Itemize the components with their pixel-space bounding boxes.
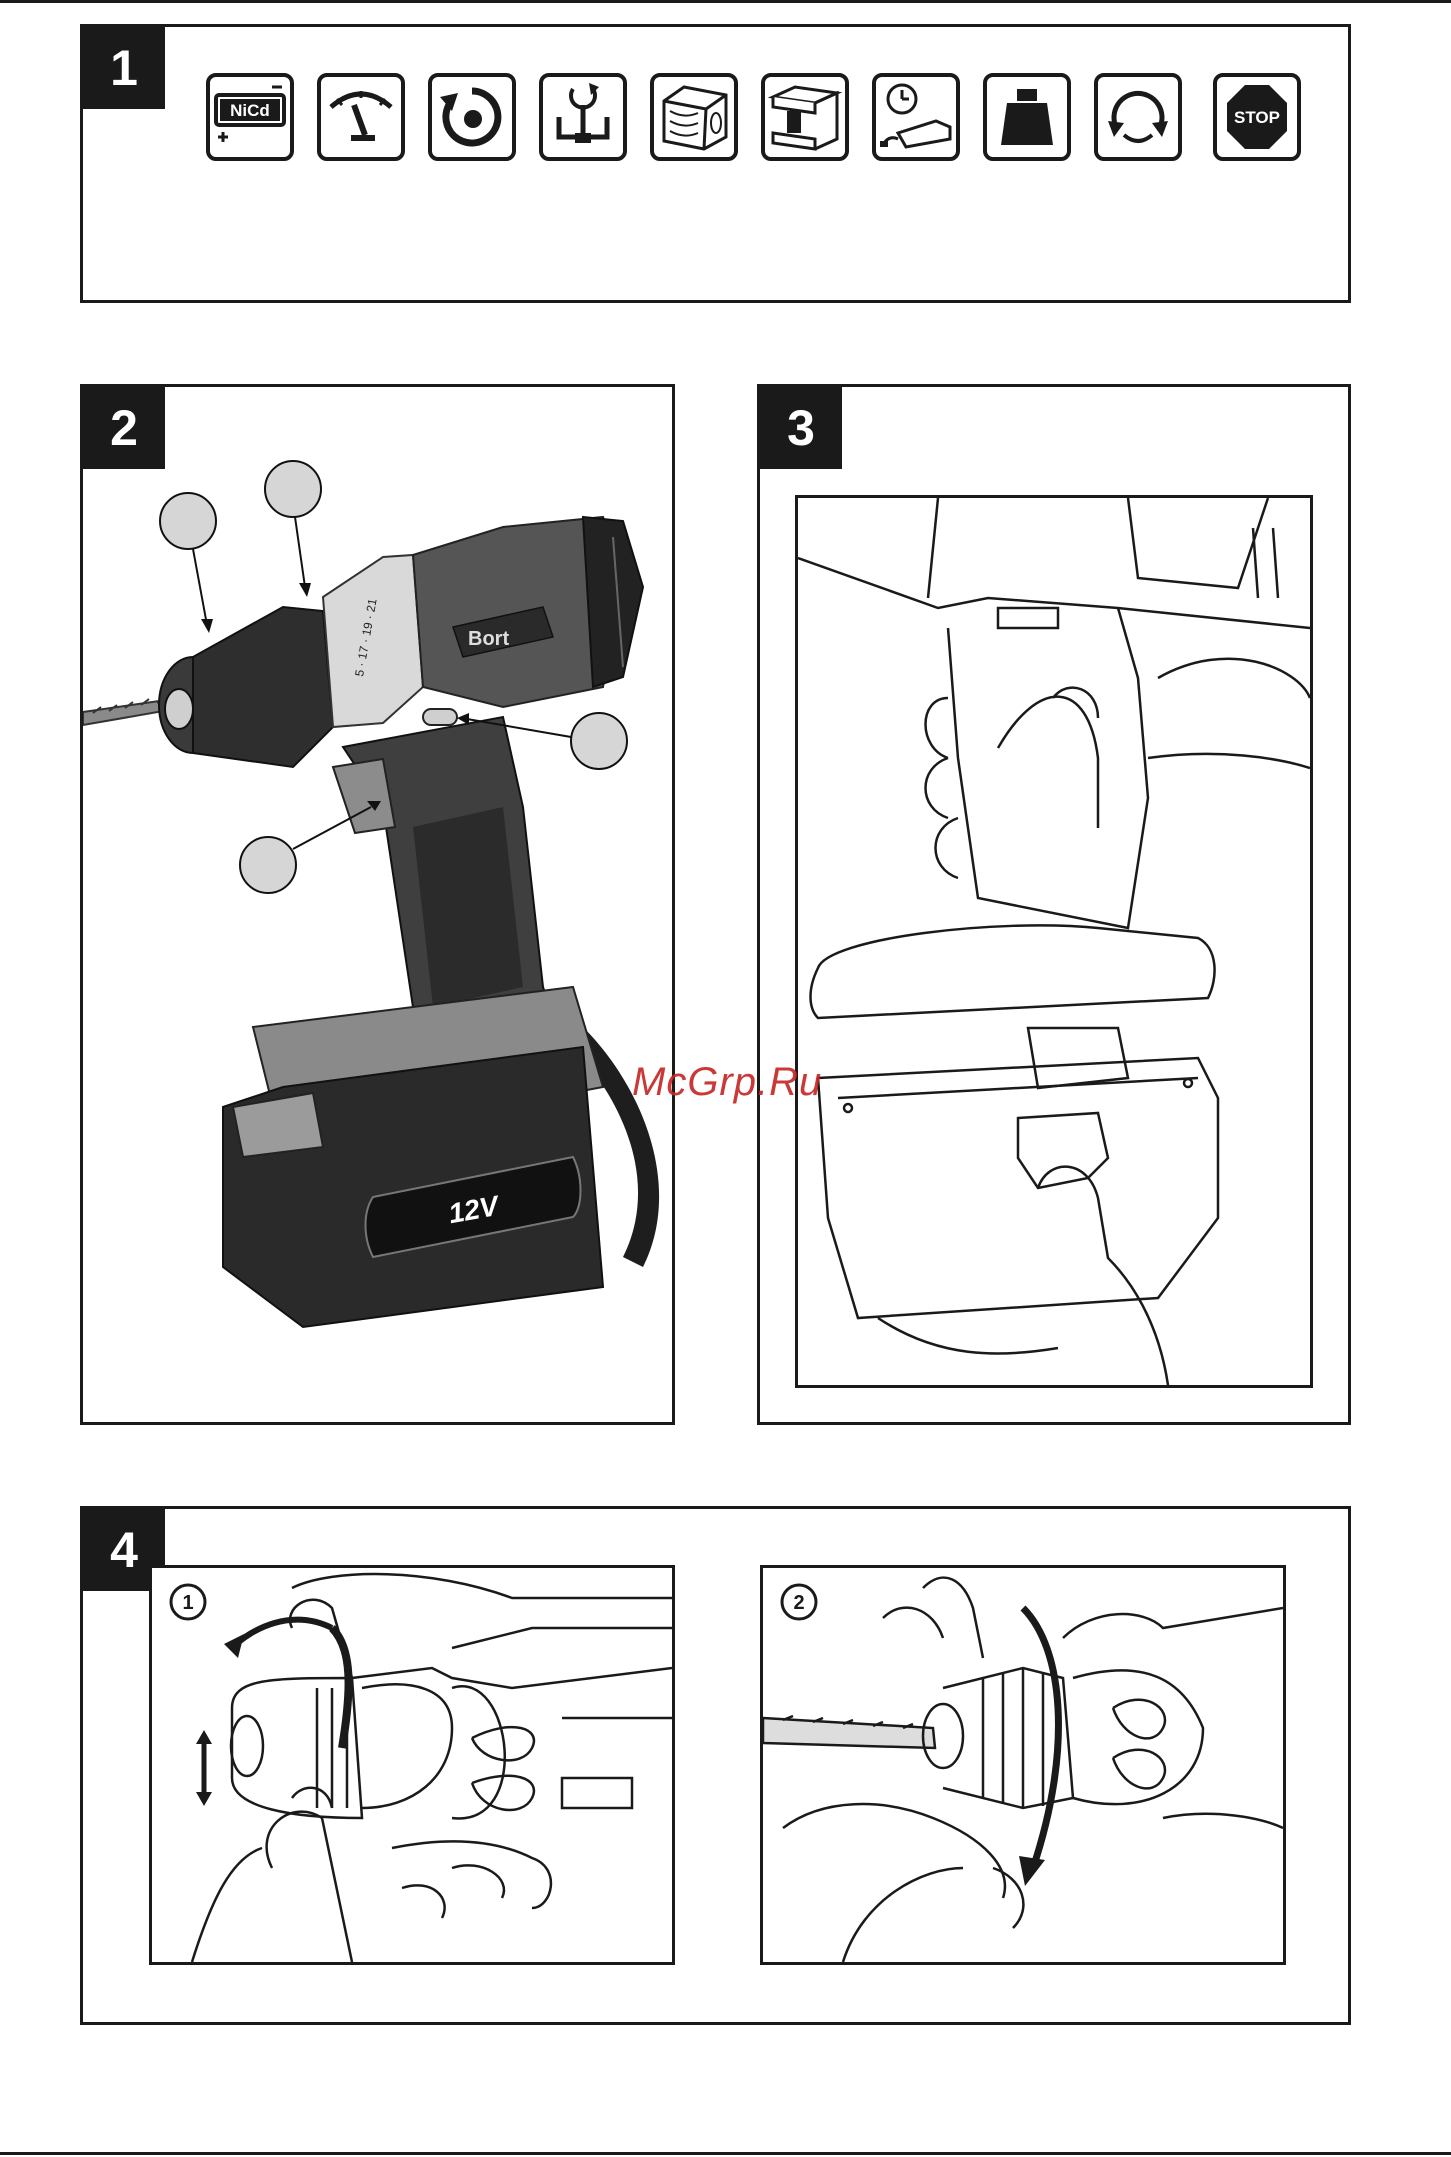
figure-1-panel: 1 NiCd (80, 24, 1351, 303)
callout-trigger (240, 837, 296, 893)
chuck-loosening-illustration (152, 1568, 672, 1962)
bottom-rule (0, 2152, 1451, 2155)
stop-sign-icon: STOP (1213, 73, 1301, 161)
cordless-drill-illustration: 5 · 17 · 19 · 21 Bort 12V (83, 387, 672, 1422)
torque-icon (1094, 73, 1182, 161)
figure-2-panel: 5 · 17 · 19 · 21 Bort 12V (80, 384, 675, 1425)
steel-beam-icon (761, 73, 849, 161)
watermark: McGrp.Ru (632, 1060, 822, 1105)
step-2-frame: 2 (760, 1565, 1286, 1965)
figure-number: 1 (83, 27, 165, 109)
battery-removal-illustration-frame (795, 495, 1313, 1388)
stop-label: STOP (1234, 108, 1280, 127)
figure-4-panel: 4 (80, 1506, 1351, 2025)
step-1-frame: 1 (149, 1565, 675, 1965)
figure-number: 3 (760, 387, 842, 469)
step-2-marker: 2 (779, 1582, 819, 1622)
speed-gauge-icon (317, 73, 405, 161)
bit-insertion-illustration (763, 1568, 1283, 1962)
chuck-icon (539, 73, 627, 161)
rotation-icon (428, 73, 516, 161)
battery-removal-illustration (798, 498, 1310, 1385)
step-2-label: 2 (793, 1592, 804, 1614)
top-rule (0, 0, 1451, 3)
figure-number: 2 (83, 387, 165, 469)
weight-icon (983, 73, 1071, 161)
nicd-label: NiCd (230, 101, 270, 120)
step-1-marker: 1 (168, 1582, 208, 1622)
figure-3-panel: 3 (757, 384, 1351, 1425)
nicd-battery-icon: NiCd (206, 73, 294, 161)
callout-chuck (160, 493, 216, 549)
charging-time-icon (872, 73, 960, 161)
callout-torque-ring (265, 461, 321, 517)
step-1-label: 1 (182, 1592, 193, 1614)
brand-mark: Bort (468, 628, 509, 650)
callout-direction-switch (571, 713, 627, 769)
wood-icon (650, 73, 738, 161)
